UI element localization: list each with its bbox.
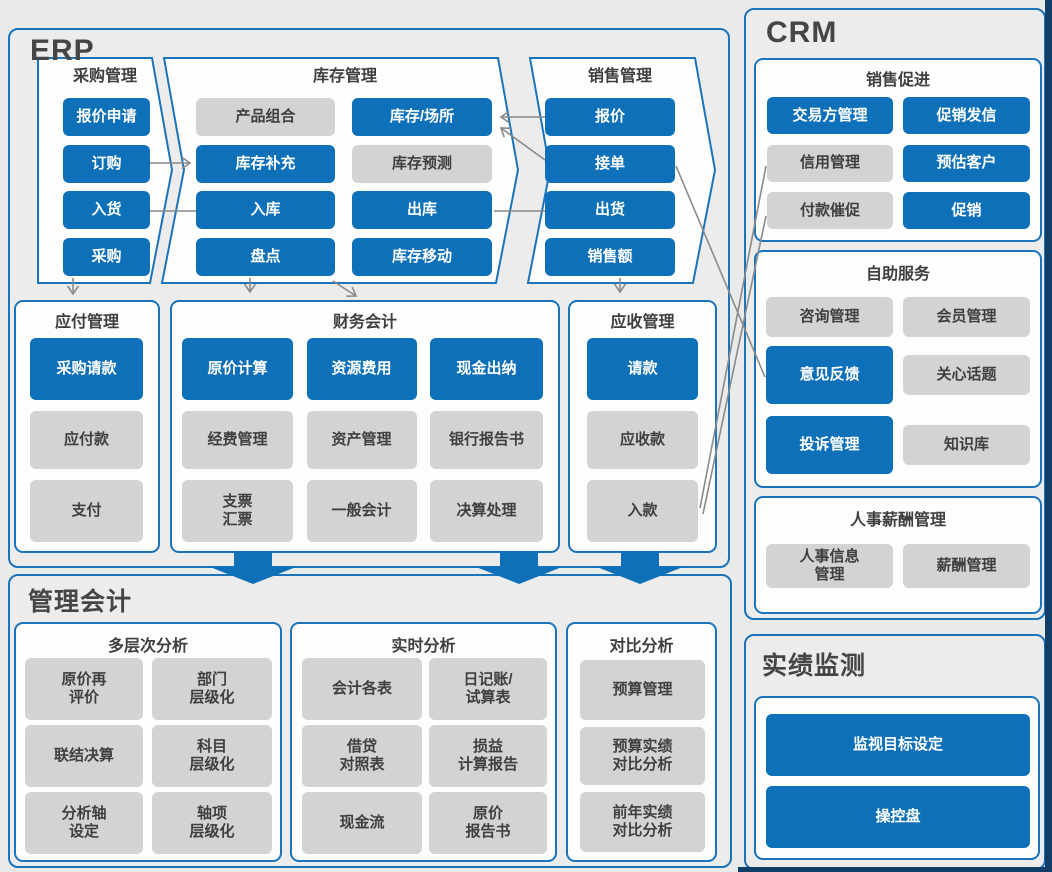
module-box: 应收款 bbox=[587, 411, 698, 469]
module-box: 知识库 bbox=[903, 425, 1030, 465]
multilevel-group-title: 多层次分析 bbox=[107, 638, 188, 655]
module-box: 预算管理 bbox=[580, 660, 705, 720]
module-box: 原价计算 bbox=[182, 338, 293, 400]
module-box: 资产管理 bbox=[306, 411, 417, 469]
module-box: 报价申请 bbox=[63, 98, 150, 136]
module-box: 前年实绩 对比分析 bbox=[580, 792, 705, 852]
monitor-group: 监视目标设定操控盘 bbox=[766, 714, 1030, 848]
selfservice-group: 咨询管理会员管理意见反馈关心话题投诉管理知识库 bbox=[766, 296, 1030, 478]
receivable-group: 请款应收款入款 bbox=[587, 338, 698, 542]
hr-group: 人事信息 管理薪酬管理 bbox=[766, 534, 1030, 598]
module-box: 库存/场所 bbox=[352, 98, 492, 136]
module-box: 决算处理 bbox=[430, 480, 543, 542]
module-box: 入款 bbox=[587, 480, 698, 542]
module-box: 会计各表 bbox=[302, 658, 422, 720]
realtime-group-title: 实时分析 bbox=[391, 638, 456, 655]
module-box: 接单 bbox=[545, 144, 675, 183]
module-box: 现金出纳 bbox=[430, 338, 543, 400]
module-box: 银行报告书 bbox=[430, 411, 543, 469]
finance-group: 原价计算资源费用现金出纳经费管理资产管理银行报告书支票 汇票一般会计决算处理 bbox=[182, 338, 545, 542]
module-box: 请款 bbox=[587, 338, 698, 400]
module-box: 联结决算 bbox=[25, 725, 143, 787]
promotion-group: 交易方管理促销发信信用管理预估客户付款催促促销 bbox=[767, 97, 1030, 229]
erp-title: ERP bbox=[30, 34, 95, 67]
module-box: 监视目标设定 bbox=[766, 714, 1030, 776]
module-box: 部门 层级化 bbox=[152, 658, 272, 720]
module-box: 报价 bbox=[545, 98, 675, 136]
module-box: 原价 报告书 bbox=[429, 792, 547, 854]
module-box: 经费管理 bbox=[182, 411, 293, 469]
hr-group-title: 人事薪酬管理 bbox=[849, 512, 946, 529]
module-box: 入货 bbox=[63, 191, 150, 230]
module-box: 预算实绩 对比分析 bbox=[580, 727, 705, 785]
frame-edge-right bbox=[1045, 0, 1052, 872]
module-box: 出库 bbox=[352, 191, 492, 230]
module-box: 订购 bbox=[63, 144, 150, 183]
sales-group-title: 销售管理 bbox=[587, 68, 652, 85]
module-box: 分析轴 设定 bbox=[25, 792, 143, 854]
module-box: 一般会计 bbox=[306, 480, 417, 542]
module-box: 交易方管理 bbox=[767, 97, 893, 134]
module-box: 人事信息 管理 bbox=[766, 544, 893, 588]
inventory-group: 产品组合库存/场所库存补充库存预测入库出库盘点库存移动 bbox=[196, 98, 492, 277]
module-box: 付款催促 bbox=[767, 192, 893, 229]
sales-group: 报价接单出货销售额 bbox=[545, 98, 675, 277]
module-box: 应付款 bbox=[30, 411, 143, 469]
module-box: 原价再 评价 bbox=[25, 658, 143, 720]
crm-title: CRM bbox=[766, 16, 838, 49]
promotion-group-title: 销售促进 bbox=[865, 72, 930, 89]
management-accounting-title: 管理会计 bbox=[28, 588, 133, 616]
module-box: 产品组合 bbox=[196, 98, 335, 136]
module-box: 操控盘 bbox=[766, 786, 1030, 848]
inventory-group-title: 库存管理 bbox=[312, 68, 377, 85]
module-box: 采购请款 bbox=[30, 338, 143, 400]
module-box: 咨询管理 bbox=[766, 297, 893, 337]
module-box: 库存补充 bbox=[196, 144, 335, 183]
payable-group-title: 应付管理 bbox=[54, 314, 119, 331]
module-box: 日记账/ 试算表 bbox=[429, 658, 547, 720]
payable-group: 采购请款应付款支付 bbox=[30, 338, 143, 542]
selfservice-group-title: 自助服务 bbox=[865, 266, 930, 283]
module-box: 会员管理 bbox=[903, 297, 1030, 337]
compare-group: 预算管理预算实绩 对比分析前年实绩 对比分析 bbox=[580, 660, 705, 852]
finance-group-title: 财务会计 bbox=[332, 314, 397, 331]
module-box: 现金流 bbox=[302, 792, 422, 854]
module-box: 库存移动 bbox=[352, 238, 492, 277]
module-box: 促销 bbox=[903, 192, 1030, 229]
module-box: 投诉管理 bbox=[766, 416, 893, 474]
module-box: 薪酬管理 bbox=[903, 544, 1030, 588]
module-box: 科目 层级化 bbox=[152, 725, 272, 787]
multilevel-group: 原价再 评价部门 层级化联结决算科目 层级化分析轴 设定轴项 层级化 bbox=[25, 658, 272, 854]
module-box: 信用管理 bbox=[767, 144, 893, 182]
performance-monitor-title: 实绩监测 bbox=[762, 652, 867, 680]
module-box: 意见反馈 bbox=[766, 346, 893, 404]
module-box: 出货 bbox=[545, 191, 675, 230]
purchase-group: 报价申请订购入货采购 bbox=[63, 98, 150, 277]
module-box: 损益 计算报告 bbox=[429, 725, 547, 787]
module-box: 预估客户 bbox=[903, 144, 1030, 182]
realtime-group: 会计各表日记账/ 试算表借贷 对照表损益 计算报告现金流原价 报告书 bbox=[302, 658, 547, 854]
module-box: 借贷 对照表 bbox=[302, 725, 422, 787]
purchase-group-title: 采购管理 bbox=[72, 68, 137, 85]
compare-group-title: 对比分析 bbox=[609, 638, 674, 655]
module-box: 销售额 bbox=[545, 238, 675, 277]
module-box: 库存预测 bbox=[352, 144, 492, 183]
module-box: 盘点 bbox=[196, 238, 335, 277]
module-box: 采购 bbox=[63, 238, 150, 277]
frame-edge-bottom bbox=[738, 867, 1052, 872]
module-box: 入库 bbox=[196, 191, 335, 230]
module-box: 关心话题 bbox=[903, 355, 1030, 395]
module-box: 资源费用 bbox=[306, 338, 417, 400]
receivable-group-title: 应收管理 bbox=[610, 314, 675, 331]
module-box: 促销发信 bbox=[903, 97, 1030, 134]
module-box: 轴项 层级化 bbox=[152, 792, 272, 854]
module-box: 支付 bbox=[30, 480, 143, 542]
module-box: 支票 汇票 bbox=[182, 480, 293, 542]
